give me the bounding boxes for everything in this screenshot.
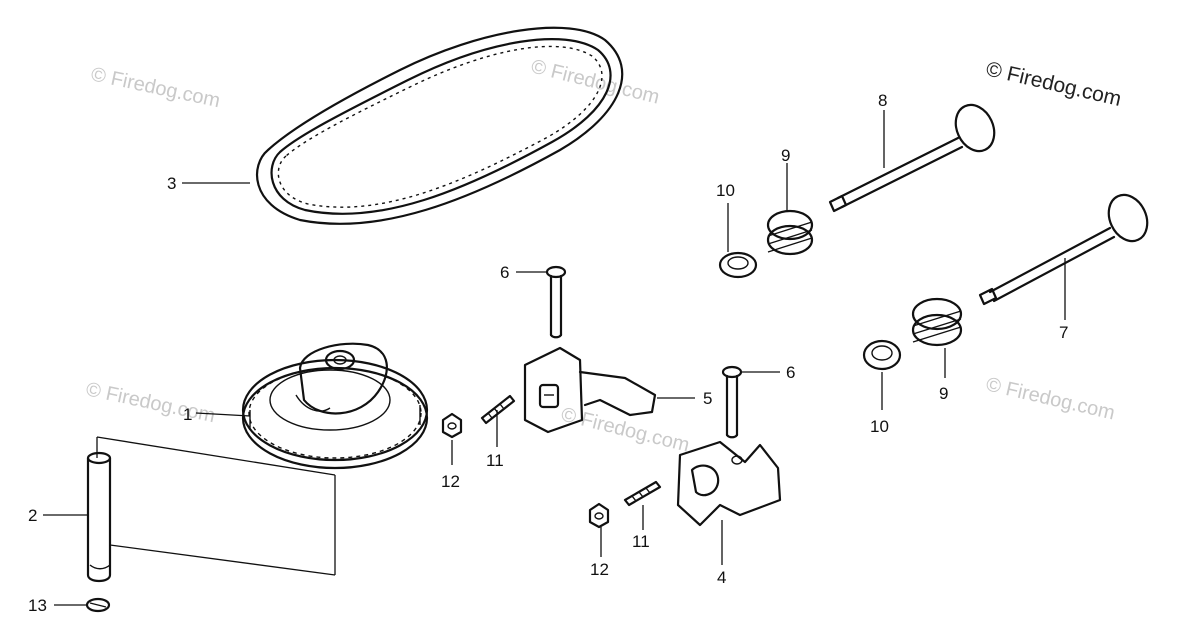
retainer-lower — [862, 339, 902, 371]
retainer-upper — [718, 251, 758, 279]
watermark-top-left: © Firedog.com — [89, 63, 222, 112]
callout-3: 3 — [167, 174, 176, 193]
callout-10-lower: 10 — [870, 417, 889, 436]
callout-2: 2 — [28, 506, 37, 525]
guide-lines — [96, 436, 336, 576]
rocker-pin-lower — [721, 365, 743, 439]
callout-13: 13 — [28, 596, 47, 615]
callout-12-upper: 12 — [441, 472, 460, 491]
leader-lines — [43, 110, 1066, 606]
adjust-stud-upper — [480, 394, 516, 425]
clip — [85, 597, 111, 613]
callout-9-upper: 9 — [781, 146, 790, 165]
rocker-arm-lower — [676, 440, 782, 527]
camshaft-pin — [86, 451, 112, 583]
faint-watermarks: © Firedog.com © Firedog.com © Firedog.co… — [84, 56, 1117, 457]
valve-lower — [978, 193, 1149, 306]
watermark-mid-left: © Firedog.com — [84, 378, 217, 427]
rocker-arm — [523, 346, 657, 434]
callout-8: 8 — [878, 91, 887, 110]
valve-spring-lower — [911, 297, 963, 347]
valve-spring-upper — [766, 209, 814, 256]
lock-nut-upper — [441, 412, 463, 439]
adjust-stud-lower — [623, 480, 662, 507]
callout-4: 4 — [717, 568, 726, 587]
callout-1: 1 — [183, 405, 192, 424]
callout-11-upper: 11 — [486, 451, 504, 470]
watermark-top-center: © Firedog.com — [529, 56, 662, 109]
timing-belt — [255, 26, 624, 225]
callout-5: 5 — [703, 389, 712, 408]
valve-upper — [828, 103, 996, 213]
lock-nut-lower — [588, 502, 610, 529]
callout-12-lower: 12 — [590, 560, 609, 579]
callout-10-upper: 10 — [716, 181, 735, 200]
watermark-mid-right: © Firedog.com — [984, 373, 1117, 424]
callout-6-lower: 6 — [786, 363, 795, 382]
rocker-pin-upper — [545, 265, 567, 339]
callout-11-lower: 11 — [632, 532, 650, 551]
callout-6-upper: 6 — [500, 263, 509, 282]
callout-labels: 1 2 3 4 5 6 6 7 8 9 9 10 10 11 11 12 12 … — [28, 91, 1068, 615]
callout-9-lower: 9 — [939, 384, 948, 403]
callout-7: 7 — [1059, 323, 1068, 342]
watermark-main: © Firedog.com — [984, 57, 1124, 110]
camshaft-pulley — [241, 342, 429, 470]
